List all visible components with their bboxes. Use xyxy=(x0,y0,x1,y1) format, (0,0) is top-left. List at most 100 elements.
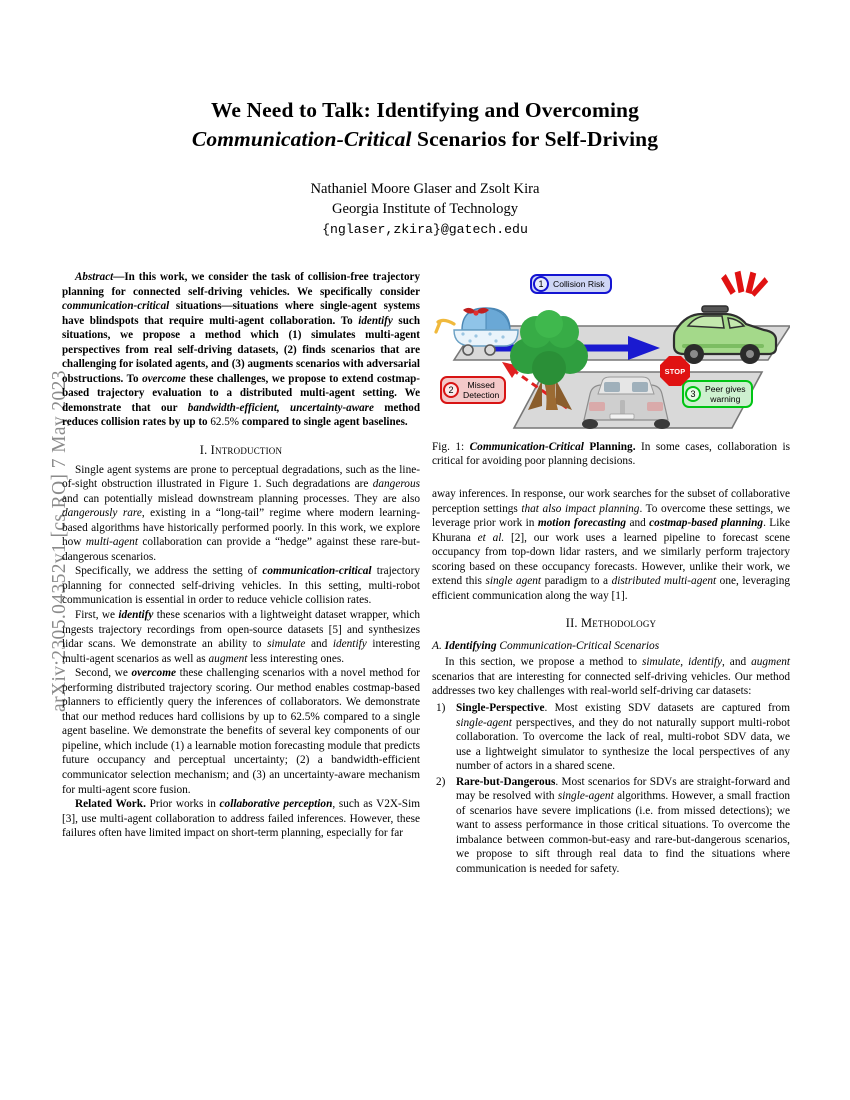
list-item-2-text-a: . Most scenarios for SDVs are straight-f… xyxy=(456,775,790,803)
right-p2-c: , and xyxy=(722,656,752,669)
page-title-italic: Communication-Critical xyxy=(191,127,412,151)
right-p1-e: [2], our work uses a learned pipeline to… xyxy=(432,531,790,588)
intro-paragraph-5-related-work: Related Work. Prior works in collaborati… xyxy=(62,797,420,841)
left-column: Abstract—In this work, we consider the t… xyxy=(62,270,420,841)
figure-1: STOP 1 Collision Risk 2 Missed Detection… xyxy=(432,268,790,469)
intro-p1-i2: dangerously rare xyxy=(62,507,142,520)
right-p1-a: away inferences. In response, our work s… xyxy=(432,488,790,515)
right-p1-i4: distributed multi-agent xyxy=(611,575,717,588)
list-item-marker: 2) xyxy=(436,775,446,788)
alert-marks-icon xyxy=(721,270,769,297)
author-email: {nglaser,zkira}@gatech.edu xyxy=(322,222,528,237)
intro-p3-c: and xyxy=(305,638,333,651)
right-p2-b: , xyxy=(680,656,689,669)
figure-1-caption: Fig. 1: Communication-Critical Planning.… xyxy=(432,440,790,469)
section-heading-methodology-label: II. Methodology xyxy=(565,616,657,631)
intro-p1-b: and can potentially mislead downstream p… xyxy=(62,492,420,505)
intro-paragraph-1: Single agent systems are prone to percep… xyxy=(62,463,420,565)
figure-badge-missed-detection: 2 Missed Detection xyxy=(440,376,507,404)
subsection-a-bold: Identifying xyxy=(444,640,497,653)
badge-2-number: 2 xyxy=(443,382,459,398)
right-p1-i1: that also impact planning xyxy=(521,502,640,515)
figure-badge-peer-warning: 3 Peer gives warning xyxy=(682,380,753,408)
list-item-1-title: Single-Perspective xyxy=(456,702,545,715)
ego-vehicle-silver-car xyxy=(582,376,670,429)
intro-p1-a: Single agent systems are prone to percep… xyxy=(62,463,420,491)
title-block: We Need to Talk: Identifying and Overcom… xyxy=(60,96,790,240)
abstract-text-1: In this work, we consider the task of co… xyxy=(62,271,420,298)
stroller-icon xyxy=(434,307,519,356)
intro-p2-b: trajectory planning for connected self-d… xyxy=(62,565,420,607)
intro-p3-d: interesting multi-agent scenarios as wel… xyxy=(62,638,421,665)
right-p1-bi1: motion forecasting xyxy=(537,517,627,530)
intro-p1-d: collaboration can provide a “hedge” agai… xyxy=(62,536,420,563)
authors: Nathaniel Moore Glaser and Zsolt Kira xyxy=(310,181,540,197)
abstract-italic-3: overcome xyxy=(142,372,186,385)
right-p1-g: one, leveraging efficient communication … xyxy=(432,575,790,602)
intro-p5-b: , such as V2X-Sim [3], use multi-agent c… xyxy=(62,798,420,840)
figure-caption-rest: In some cases, collaboration is critical… xyxy=(432,441,790,468)
intro-p4-c: compared to a single agent baseline. We … xyxy=(62,710,420,796)
list-item: 2) Rare-but-Dangerous. Most scenarios for… xyxy=(432,775,790,877)
intro-p3-bolditalic: identify xyxy=(118,608,154,621)
intro-paragraph-2: Specifically, we address the setting of … xyxy=(62,564,420,608)
intro-p5-a: Prior works in xyxy=(145,798,220,811)
intro-p3-i1: simulate xyxy=(267,638,306,651)
badge-2-label: Missed Detection xyxy=(463,380,500,400)
abstract-label: Abstract xyxy=(75,271,114,283)
section-heading-methodology: II. Methodology xyxy=(432,616,790,631)
badge-1-number: 1 xyxy=(533,276,549,292)
figure-caption-bolditalic: Communication-Critical xyxy=(469,441,584,453)
list-item-2-italic: single-agent xyxy=(557,790,614,803)
section-heading-introduction-label: I. Introduction xyxy=(199,442,283,457)
list-item-2-title: Rare-but-Dangerous xyxy=(456,775,556,788)
list-item-1-text-a: . Most existing SDV datasets are capture… xyxy=(544,702,790,715)
abstract-text-4: these challenges, we propose to extend c… xyxy=(62,372,420,414)
intro-p1-i3: multi-agent xyxy=(85,536,138,549)
page-title-line-1: We Need to Talk: Identifying and Overcom… xyxy=(211,98,639,122)
intro-p3-a: First, we xyxy=(75,608,119,621)
figure-caption-bold: Planning. xyxy=(583,441,636,453)
intro-p4-a: Second, we xyxy=(75,667,132,680)
subsection-a-prefix: A. xyxy=(432,640,445,653)
intro-p1-c: , existing in a “long-tail” regime where… xyxy=(62,507,420,549)
intro-p2-bolditalic: communication-critical xyxy=(262,565,372,578)
list-item-2-text-b: algorithms. However, a small fraction of… xyxy=(456,790,790,876)
figure-caption-prefix: Fig. 1: xyxy=(432,441,470,453)
abstract-metric-value: 62.5% xyxy=(210,416,239,428)
badge-1-label: Collision Risk xyxy=(553,279,605,289)
right-p1-b: . To overcome these settings, we leverag… xyxy=(432,502,791,530)
abstract-text-2: situations—situations where single-agent… xyxy=(62,300,420,327)
abstract-italic-2: identify xyxy=(358,314,393,327)
challenges-list: 1)Single-Perspective. Most existing SDV … xyxy=(432,701,790,877)
right-column: away inferences. In response, our work s… xyxy=(432,487,790,878)
page-title-rest: Scenarios for Self-Driving xyxy=(411,127,659,151)
abstract-text-5: method reduces collision rates by up to xyxy=(62,401,420,429)
intro-p4-b: these challenging scenarios with a novel… xyxy=(62,667,420,723)
list-item-1-italic: single-agent xyxy=(456,716,512,729)
abstract-italic-1: communication-critical xyxy=(62,300,170,312)
intro-paragraph-3: First, we identify these scenarios with … xyxy=(62,608,420,666)
tree-icon xyxy=(510,310,588,410)
badge-3-number: 3 xyxy=(685,386,701,402)
intro-paragraph-4: Second, we overcome these challenging sc… xyxy=(62,666,420,797)
right-p2-i3: augment xyxy=(751,656,790,669)
abstract-text-3: such situations, we propose a method whi… xyxy=(62,314,420,385)
figure-badge-collision-risk: 1 Collision Risk xyxy=(530,274,612,294)
right-p1-i3: single agent xyxy=(485,575,542,588)
right-p2-i2: identify xyxy=(688,656,722,669)
stop-sign-icon: STOP xyxy=(660,356,690,386)
abstract: Abstract—In this work, we consider the t… xyxy=(62,270,420,430)
intro-p2-a: Specifically, we address the setting of xyxy=(75,565,263,578)
right-p1-c: and xyxy=(626,517,650,530)
right-p1-d: . Like Khurana xyxy=(432,517,791,544)
subsection-a-rest: Communication-Critical Scenarios xyxy=(496,640,660,653)
intro-p3-e: less interesting ones. xyxy=(247,652,345,665)
right-p2-d: scenarios that are interesting for conne… xyxy=(432,670,790,698)
right-p1-i2: et al. xyxy=(477,531,505,544)
intro-p5-bolditalic: collaborative perception xyxy=(219,798,333,811)
right-p1-f: paradigm to a xyxy=(541,575,612,588)
list-item-1-text-b: perspectives, and they do not naturally … xyxy=(456,716,790,773)
intro-p4-bolditalic: overcome xyxy=(131,667,176,680)
